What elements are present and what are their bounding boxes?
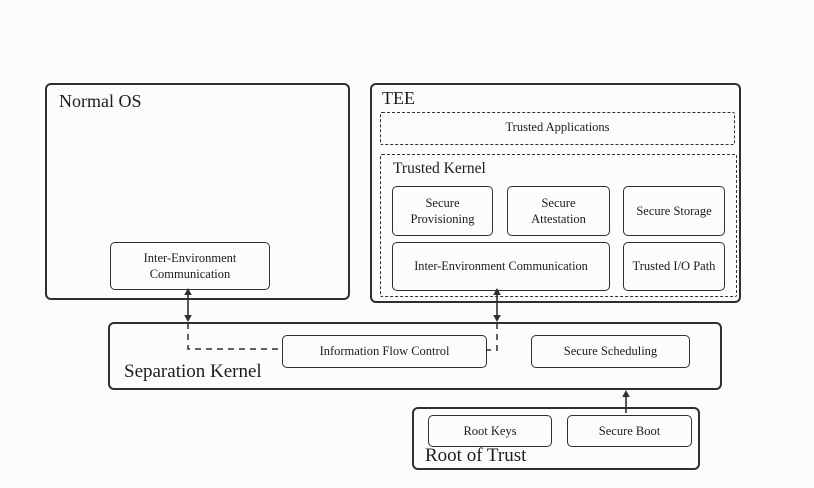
secure-scheduling-box: Secure Scheduling — [531, 335, 690, 368]
secure-provisioning-box: Secure Provisioning — [392, 186, 493, 236]
tee-title: TEE — [382, 88, 415, 108]
normal-os-block: Normal OS Inter-Environment Communicatio… — [45, 83, 350, 300]
secure-boot-box: Secure Boot — [567, 415, 692, 447]
normal-os-inter-environment-communication-box: Inter-Environment Communication — [110, 242, 270, 290]
root-keys-box: Root Keys — [428, 415, 552, 447]
root-of-trust-title: Root of Trust — [425, 445, 527, 466]
information-flow-control-box: Information Flow Control — [282, 335, 487, 368]
trusted-kernel-title: Trusted Kernel — [393, 160, 486, 177]
separation-kernel-block: Separation Kernel Information Flow Contr… — [108, 322, 722, 390]
tee-block: TEE Trusted Applications Trusted Kernel … — [370, 83, 741, 303]
secure-storage-box: Secure Storage — [623, 186, 725, 236]
trusted-applications-label: Trusted Applications — [505, 120, 610, 134]
trusted-applications-box: Trusted Applications — [380, 112, 735, 145]
arrowhead-down-left — [184, 315, 192, 322]
trusted-io-path-box: Trusted I/O Path — [623, 242, 725, 291]
secure-attestation-box: Secure Attestation — [507, 186, 610, 236]
trusted-kernel-box: Trusted Kernel Secure Provisioning Secur… — [380, 154, 737, 297]
root-of-trust-block: Root Keys Secure Boot Root of Trust — [412, 407, 700, 470]
tee-inter-environment-communication-box: Inter-Environment Communication — [392, 242, 610, 291]
normal-os-title: Normal OS — [59, 91, 142, 111]
separation-kernel-title: Separation Kernel — [124, 361, 262, 382]
arrowhead-down-right — [493, 315, 501, 322]
arrowhead-up-bottom — [622, 390, 630, 397]
